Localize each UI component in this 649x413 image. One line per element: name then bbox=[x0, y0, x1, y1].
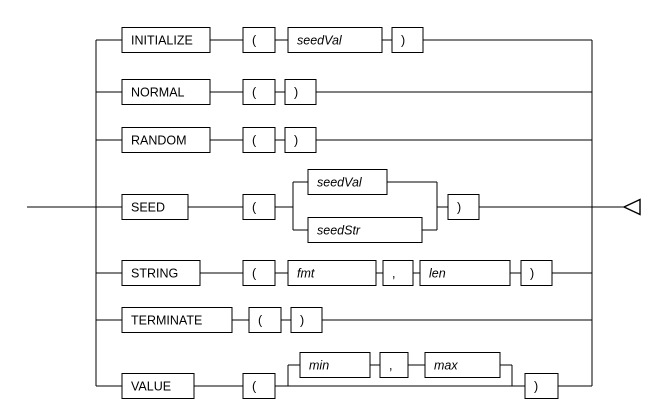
alt-value-opt-item-2-box bbox=[424, 351, 501, 379]
alt-normal-item-1-label: ) bbox=[294, 86, 298, 100]
alt-initialize-keyword-label: INITIALIZE bbox=[131, 34, 193, 48]
alt-value-after-0-label: ) bbox=[534, 380, 538, 394]
alt-seed-branch-1-box bbox=[307, 216, 423, 244]
alt-random-keyword-box bbox=[121, 126, 211, 154]
alt-seed-item-0-box bbox=[242, 193, 276, 221]
alt-string-item-3-label: len bbox=[429, 267, 446, 281]
alt-string-item-2-label: , bbox=[392, 267, 395, 281]
alt-random-item-1-label: ) bbox=[294, 134, 298, 148]
alt-seed-item-0-label: ( bbox=[252, 201, 257, 215]
alt-normal-keyword-box bbox=[121, 78, 211, 106]
alt-initialize-item-1-box bbox=[287, 26, 383, 54]
alt-string-item-0-label: ( bbox=[252, 267, 257, 281]
alt-random-item-0-box bbox=[242, 126, 276, 154]
alt-terminate-item-1-box bbox=[290, 306, 323, 334]
alt-string-item-0-box bbox=[242, 259, 276, 287]
alt-value-opt-item-1-box bbox=[379, 351, 409, 379]
alt-value-after-0-box bbox=[524, 372, 559, 400]
alt-seed-branch-1-label: seedStr bbox=[317, 224, 361, 238]
alt-value-keyword-label: VALUE bbox=[131, 380, 171, 394]
alt-initialize-item-1-label: seedVal bbox=[297, 34, 343, 48]
alt-terminate-item-1-label: ) bbox=[300, 314, 304, 328]
alt-seed-after-0-label: ) bbox=[457, 201, 461, 215]
alt-initialize-item-0-label: ( bbox=[252, 34, 257, 48]
alt-value-item-0-label: ( bbox=[252, 380, 257, 394]
alt-string-item-1-label: fmt bbox=[297, 267, 315, 281]
alt-string-item-1-box bbox=[287, 259, 377, 287]
alt-value-opt-item-0-label: min bbox=[309, 359, 329, 373]
alt-initialize-item-0-box bbox=[242, 26, 276, 54]
alt-terminate-keyword-label: TERMINATE bbox=[131, 314, 202, 328]
alt-random-item-0-label: ( bbox=[252, 134, 257, 148]
alt-normal-keyword-label: NORMAL bbox=[131, 86, 185, 100]
alt-random-item-1-box bbox=[284, 126, 317, 154]
alt-string-keyword-label: STRING bbox=[131, 267, 178, 281]
alt-value-item-0-box bbox=[242, 372, 276, 400]
alt-string-item-4-label: ) bbox=[530, 267, 534, 281]
alt-normal-item-1-box bbox=[284, 78, 317, 106]
alt-initialize-item-2-box bbox=[391, 26, 424, 54]
alt-seed-keyword-box bbox=[121, 193, 189, 221]
alt-terminate-item-0-box bbox=[248, 306, 282, 334]
alt-value-opt-item-2-label: max bbox=[434, 359, 458, 373]
alt-normal-item-0-label: ( bbox=[252, 86, 257, 100]
alt-normal-item-0-box bbox=[242, 78, 276, 106]
alt-string-item-4-box bbox=[520, 259, 553, 287]
alt-value-opt-item-1-label: , bbox=[389, 359, 392, 373]
alt-initialize-item-2-label: ) bbox=[401, 34, 405, 48]
alt-random-keyword-label: RANDOM bbox=[131, 134, 187, 148]
alt-terminate-item-0-label: ( bbox=[258, 314, 263, 328]
alt-seed-keyword-label: SEED bbox=[131, 201, 165, 215]
alt-string-item-2-box bbox=[382, 259, 414, 287]
alt-terminate-keyword-box bbox=[121, 306, 233, 334]
alt-value-opt-item-0-box bbox=[299, 351, 371, 379]
alt-seed-branch-0-label: seedVal bbox=[317, 176, 363, 190]
alt-value-keyword-box bbox=[121, 372, 195, 400]
left-arrow-terminator-icon bbox=[622, 198, 641, 216]
alt-seed-after-0-box bbox=[447, 193, 480, 221]
